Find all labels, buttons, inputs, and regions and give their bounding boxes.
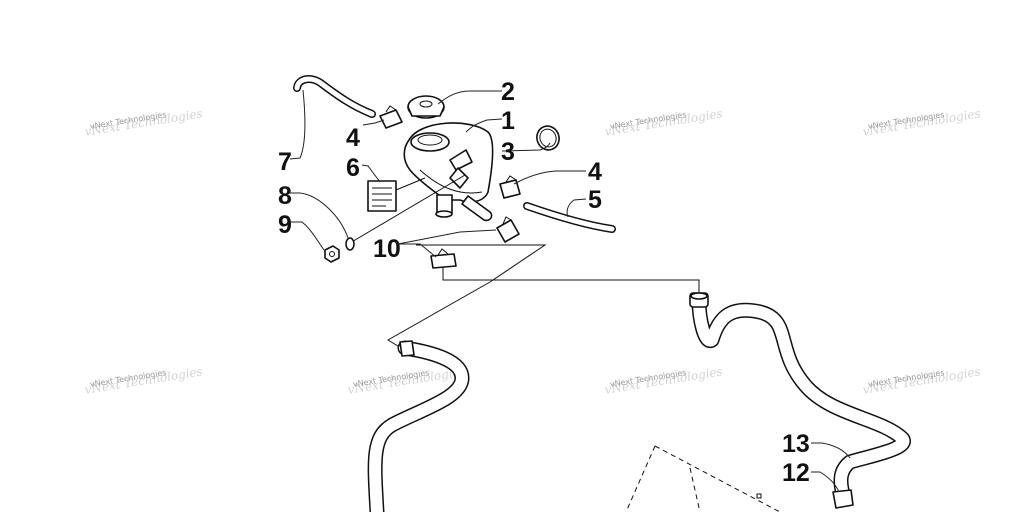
callout-4-outlet: 4	[588, 158, 602, 186]
radiator-cap	[407, 95, 445, 119]
watermark: vNext Technologies vNext Technologies	[84, 106, 204, 138]
callout-5: 5	[588, 186, 602, 214]
decal	[367, 180, 397, 212]
washer	[345, 237, 355, 251]
hose-clamp-upper	[379, 105, 403, 129]
callout-6: 6	[346, 154, 360, 182]
lower-left-hose	[367, 340, 470, 512]
callout-2: 2	[501, 78, 515, 106]
watermark: vNext Technologies vNext Technologies	[862, 364, 982, 396]
outlet-hose	[523, 202, 616, 233]
coolant-reservoir	[349, 122, 494, 244]
callout-3: 3	[501, 138, 515, 166]
callout-12: 12	[782, 459, 810, 487]
o-ring	[536, 125, 560, 151]
hose-clamp-side	[496, 216, 520, 243]
callout-8: 8	[278, 182, 292, 210]
watermarks: vNext Technologies vNext Technologies vN…	[84, 106, 982, 396]
watermark: vNext Technologies vNext Technologies	[604, 364, 724, 396]
hose-clamp-bottom	[430, 248, 457, 269]
callout-4-upper: 4	[346, 124, 360, 152]
callout-labels: 2 1 4 3 7 6 4 8 5 9 10 13 12	[278, 78, 810, 487]
connection-lines	[387, 244, 700, 353]
callout-7: 7	[278, 148, 292, 176]
hose-clamp-outlet	[499, 175, 521, 199]
lower-right-hose	[689, 292, 912, 509]
callout-9: 9	[278, 211, 292, 239]
watermark: vNext Technologies vNext Technologies	[862, 106, 982, 138]
lock-nut	[324, 245, 340, 263]
watermark: vNext Technologies vNext Technologies	[84, 364, 204, 396]
callout-10: 10	[373, 235, 401, 263]
overflow-hose	[293, 75, 376, 118]
radiator-outline	[625, 445, 781, 512]
leader-lines	[289, 89, 851, 493]
callout-13: 13	[782, 430, 810, 458]
callout-1: 1	[501, 107, 515, 135]
watermark: vNext Technologies vNext Technologies	[604, 106, 724, 138]
